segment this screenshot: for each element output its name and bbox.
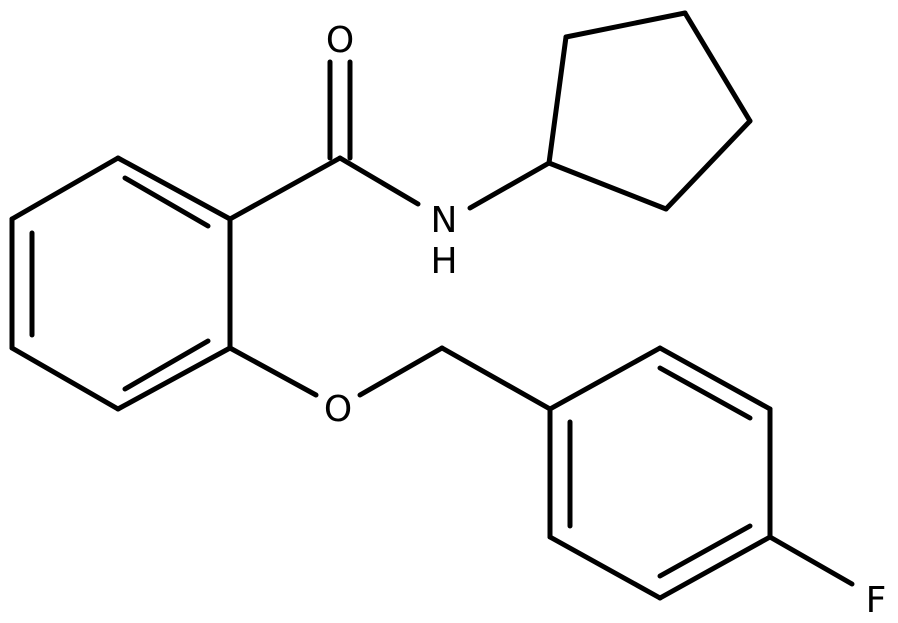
bond xyxy=(563,10,688,40)
bond xyxy=(546,34,569,166)
aromatic-inner-bond xyxy=(657,365,753,421)
carbonyl-oxygen-label: O xyxy=(326,20,354,61)
amide-hydrogen-label: H xyxy=(430,241,457,282)
bond xyxy=(9,345,121,412)
bond xyxy=(439,345,553,412)
bond xyxy=(357,345,445,398)
bond xyxy=(227,155,343,222)
bond xyxy=(547,345,663,412)
bond xyxy=(9,155,121,222)
bond xyxy=(663,118,753,212)
ether-linker xyxy=(227,345,553,412)
bond xyxy=(657,534,773,601)
bond xyxy=(227,345,319,398)
amide-group xyxy=(227,59,552,222)
aromatic-inner-bond xyxy=(657,523,753,579)
bond xyxy=(682,10,753,124)
aromatic-inner-bond xyxy=(122,338,211,392)
bond xyxy=(546,160,669,212)
aromatic-inner-bond xyxy=(122,175,211,229)
amide-nitrogen-label: N xyxy=(431,200,458,241)
bond xyxy=(467,160,552,211)
bond xyxy=(337,155,421,207)
cyclopentyl-ring xyxy=(546,10,753,212)
fluorine-label: F xyxy=(866,580,887,621)
bond xyxy=(657,345,773,412)
bond xyxy=(115,345,233,412)
fluorophenyl-ring xyxy=(547,345,855,601)
bond xyxy=(547,534,663,601)
ether-oxygen-label: O xyxy=(324,389,352,430)
bond xyxy=(115,155,233,222)
benzamide-ring xyxy=(9,155,233,412)
bond xyxy=(767,534,855,587)
